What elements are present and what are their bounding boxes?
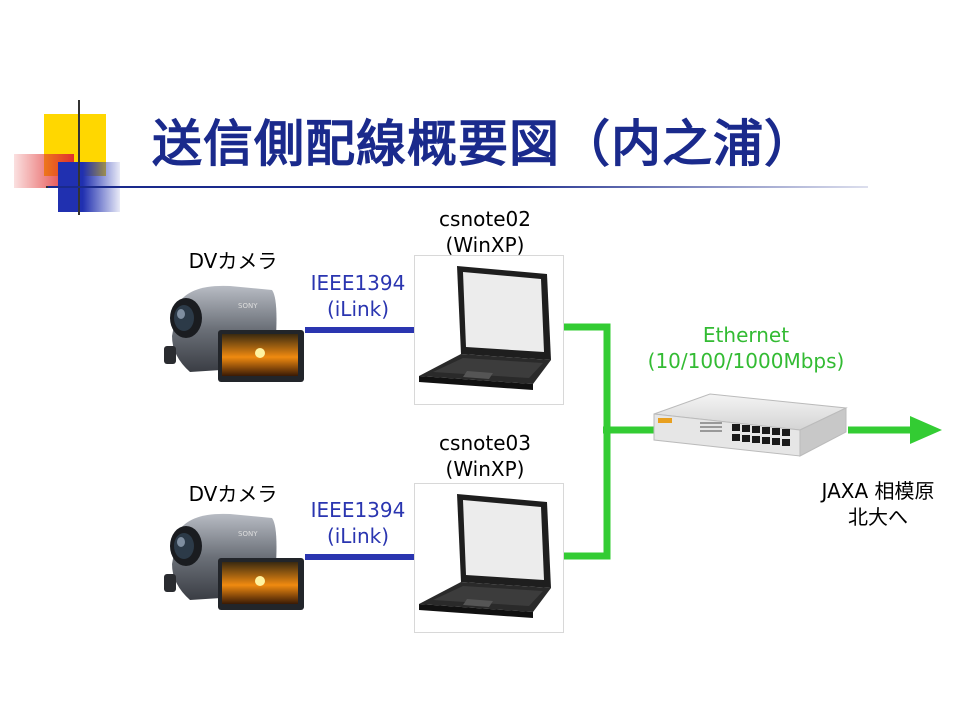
camera-label-1: DVカメラ: [188, 249, 278, 273]
laptop-label-2: csnote03 (WinXP): [420, 430, 550, 482]
destination-label-line1: JAXA 相模原: [821, 479, 935, 503]
laptop-name-2: csnote03: [439, 431, 531, 455]
dv-camera-icon-1: SONY: [164, 285, 304, 382]
title-underline: [48, 186, 868, 188]
laptop-os-1: (WinXP): [445, 233, 525, 257]
camera-label-2: DVカメラ: [188, 482, 278, 506]
destination-label-line2: 北大へ: [848, 505, 908, 529]
link-label-2-line1: IEEE1394: [310, 498, 406, 522]
ethernet-label-line2: (10/100/1000Mbps): [647, 349, 845, 373]
laptop-icon-2: [419, 494, 551, 618]
ethernet-label-line1: Ethernet: [702, 323, 790, 347]
link-label-1-line2: (iLink): [326, 297, 390, 321]
link-label-2-line2: (iLink): [326, 524, 390, 548]
ethernet-line-1: [562, 323, 611, 430]
camera-brand-2: SONY: [238, 530, 258, 538]
dv-camera-icon-2: SONY: [164, 513, 304, 610]
link-label-1: IEEE1394 (iLink): [300, 270, 416, 322]
link-label-2: IEEE1394 (iLink): [300, 497, 416, 549]
laptop-os-2: (WinXP): [445, 457, 525, 481]
page-title: 送信側配線概要図（内之浦）: [152, 115, 815, 173]
network-switch-icon: [653, 393, 848, 457]
laptop-icon-1: [419, 266, 551, 390]
ethernet-label: Ethernet (10/100/1000Mbps): [630, 322, 862, 374]
laptop-frame-1: [414, 255, 564, 405]
laptop-frame-2: [414, 483, 564, 633]
uplink-arrow-icon: [910, 416, 942, 444]
camera-brand-1: SONY: [238, 302, 258, 310]
deco-vertical-line: [78, 100, 80, 215]
destination-label: JAXA 相模原 北大へ: [802, 478, 954, 530]
laptop-name-1: csnote02: [439, 207, 531, 231]
laptop-label-1: csnote02 (WinXP): [420, 206, 550, 258]
ethernet-line-2: [562, 430, 611, 560]
link-label-1-line1: IEEE1394: [310, 271, 406, 295]
